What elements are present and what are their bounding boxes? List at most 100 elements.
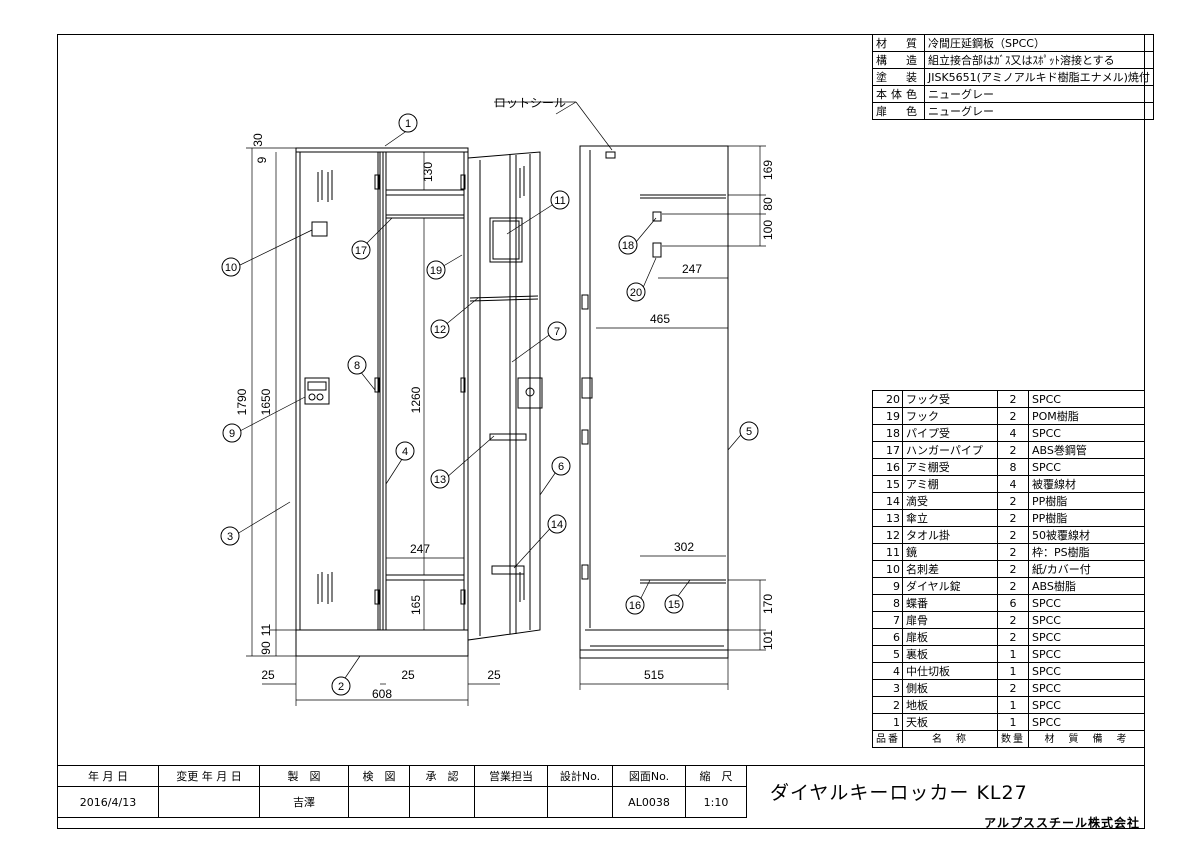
parts-qty: 2 xyxy=(997,509,1029,527)
parts-material: PP樹脂 xyxy=(1028,509,1145,527)
parts-qty: 2 xyxy=(997,441,1029,459)
dim-465: 465 xyxy=(650,312,670,326)
callout-9-label: 9 xyxy=(229,428,235,440)
parts-qty: 6 xyxy=(997,594,1029,612)
title-block-header: 検 図 xyxy=(348,765,410,787)
callout-5 xyxy=(739,421,759,441)
parts-name: 滴受 xyxy=(902,492,998,510)
callout-10 xyxy=(221,257,241,277)
callout-10-label: 10 xyxy=(225,262,237,274)
parts-name: フック xyxy=(902,407,998,425)
towel-bar xyxy=(469,295,539,299)
dim-11: 11 xyxy=(259,623,273,636)
title-block-value xyxy=(547,786,613,818)
callout-1 xyxy=(398,113,418,133)
parts-name: ハンガーパイプ xyxy=(902,441,998,459)
parts-qty: 1 xyxy=(997,713,1029,731)
name-card-holder xyxy=(311,221,328,237)
parts-header-material: 材 質 備 考 xyxy=(1028,730,1145,748)
parts-name: ダイヤル錠 xyxy=(902,577,998,595)
parts-material: SPCC xyxy=(1028,679,1145,697)
spec-key: 扉 色 xyxy=(872,102,925,120)
callout-8 xyxy=(347,355,367,375)
callout-12-label: 12 xyxy=(434,324,446,336)
lot-seal-mark xyxy=(605,151,616,159)
parts-material: SPCC xyxy=(1028,611,1145,629)
parts-no: 15 xyxy=(872,475,903,493)
callout-5-label: 5 xyxy=(746,426,752,438)
callout-18-label: 18 xyxy=(622,240,634,252)
callout-3 xyxy=(220,526,240,546)
parts-material: SPCC xyxy=(1028,594,1145,612)
dim-165: 165 xyxy=(409,595,423,615)
parts-no: 20 xyxy=(872,390,903,408)
dim-25a: 25 xyxy=(261,668,275,682)
parts-material: PP樹脂 xyxy=(1028,492,1145,510)
left-door xyxy=(299,151,379,631)
callout-15-label: 15 xyxy=(668,599,680,611)
parts-no: 19 xyxy=(872,407,903,425)
callout-20-label: 20 xyxy=(630,287,642,299)
callout-6-label: 6 xyxy=(558,461,564,473)
title-block-value xyxy=(409,786,475,818)
spec-value: 冷間圧延鋼板（SPCC） xyxy=(924,34,1154,52)
parts-material: 枠：PS樹脂 xyxy=(1028,543,1145,561)
dim-25b: 25 xyxy=(401,668,415,682)
drip-tray xyxy=(491,565,525,575)
spec-row: 本体色ニューグレー xyxy=(872,85,1154,103)
dim-101: 101 xyxy=(761,630,775,650)
dim-170: 170 xyxy=(761,594,775,614)
parts-qty: 2 xyxy=(997,628,1029,646)
callout-20 xyxy=(626,282,646,302)
parts-no: 5 xyxy=(872,645,903,663)
spec-row: 材 質冷間圧延鋼板（SPCC） xyxy=(872,34,1154,52)
dim-90: 90 xyxy=(259,641,273,655)
mirror xyxy=(489,217,523,263)
callout-1-label: 1 xyxy=(405,118,411,130)
dim-515: 515 xyxy=(644,668,664,682)
parts-no: 13 xyxy=(872,509,903,527)
title-block-header: 年 月 日 xyxy=(57,765,159,787)
parts-name: 側板 xyxy=(902,679,998,697)
parts-no: 4 xyxy=(872,662,903,680)
parts-name: 傘立 xyxy=(902,509,998,527)
parts-name: パイプ受 xyxy=(902,424,998,442)
parts-name: 天板 xyxy=(902,713,998,731)
dim-30: 30 xyxy=(251,133,265,147)
parts-no: 9 xyxy=(872,577,903,595)
parts-material: ABS樹脂 xyxy=(1028,577,1145,595)
parts-material: SPCC xyxy=(1028,458,1145,476)
parts-material: SPCC xyxy=(1028,713,1145,731)
parts-qty: 2 xyxy=(997,560,1029,578)
callout-7 xyxy=(547,321,567,341)
parts-no: 8 xyxy=(872,594,903,612)
callout-14-label: 14 xyxy=(551,519,563,531)
parts-material: 被覆線材 xyxy=(1028,475,1145,493)
parts-qty: 4 xyxy=(997,475,1029,493)
callout-14 xyxy=(547,514,567,534)
parts-no: 18 xyxy=(872,424,903,442)
callout-16-label: 16 xyxy=(629,600,641,612)
spec-table: 材 質冷間圧延鋼板（SPCC） 構 造組立接合部はｶﾞｽ又はｽﾎﾟｯﾄ溶接とする… xyxy=(872,34,1154,120)
dim-80: 80 xyxy=(761,197,775,211)
callout-6 xyxy=(551,456,571,476)
side-outline xyxy=(579,145,729,659)
dial-lock xyxy=(304,377,330,405)
callout-19 xyxy=(426,260,446,280)
product-title: ダイヤルキーロッカー KL27 xyxy=(770,782,1028,804)
parts-name: 鏡 xyxy=(902,543,998,561)
parts-header-no: 品番 xyxy=(872,730,903,748)
drawing-frame xyxy=(57,34,1145,829)
parts-material: 50被覆線材 xyxy=(1028,526,1145,544)
dim-608: 608 xyxy=(372,687,392,701)
parts-name: フック受 xyxy=(902,390,998,408)
